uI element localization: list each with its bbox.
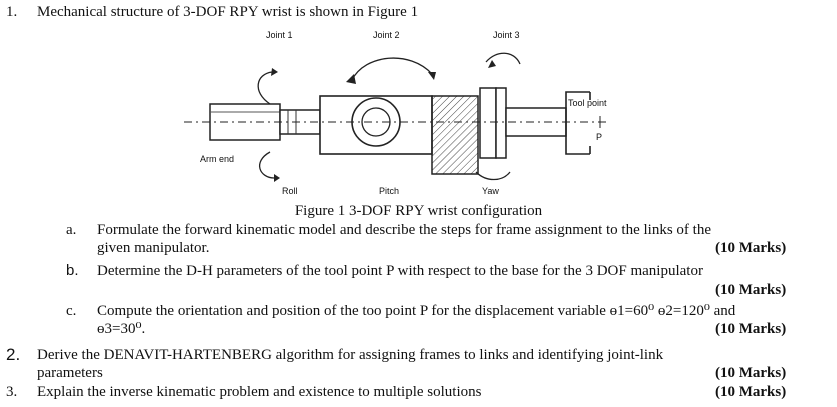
part-c-line2: ө3=30⁰. xyxy=(97,321,146,337)
part-a-letter: a. xyxy=(66,222,77,238)
part-b-marks: (10 Marks) xyxy=(715,282,787,298)
q1-number: 1. xyxy=(6,4,18,20)
part-c-marks: (10 Marks) xyxy=(715,321,787,337)
q2-number: 2. xyxy=(6,345,21,364)
q3-text: Explain the inverse kinematic problem an… xyxy=(37,384,482,400)
roll-arrowhead-bottom xyxy=(274,174,280,182)
label-p: P xyxy=(596,132,602,142)
yaw-flange-left xyxy=(479,87,497,159)
part-a-marks: (10 Marks) xyxy=(715,240,787,256)
label-tool-point: Tool point xyxy=(568,98,607,108)
label-roll: Roll xyxy=(282,186,298,196)
yaw-arrow-bottom xyxy=(475,171,511,181)
q3-marks: (10 Marks) xyxy=(715,384,787,400)
yaw-flange-right xyxy=(495,87,507,159)
part-c-line1: Compute the orientation and position of … xyxy=(97,303,736,319)
roll-arrow-bottom xyxy=(259,151,275,179)
label-arm-end: Arm end xyxy=(200,154,234,164)
label-joint1: Joint 1 xyxy=(266,30,293,40)
pitch-arrowhead-right xyxy=(428,72,436,80)
wrist-figure: Joint 1 Joint 2 Joint 3 xyxy=(170,22,650,202)
label-pitch: Pitch xyxy=(379,186,399,196)
tool-gripper xyxy=(565,91,590,155)
pitch-arrowhead-left xyxy=(346,74,356,84)
yaw-arrowhead xyxy=(488,60,496,68)
wrist-diagram: Joint 1 Joint 2 Joint 3 xyxy=(184,30,610,196)
roll-arrow-top xyxy=(257,71,273,105)
yaw-joint-housing xyxy=(431,95,479,175)
label-joint2: Joint 2 xyxy=(373,30,400,40)
part-c-letter: c. xyxy=(66,303,77,319)
label-joint3: Joint 3 xyxy=(493,30,520,40)
roll-arrowhead-top xyxy=(271,68,278,76)
part-b-letter: b. xyxy=(66,262,79,279)
part-a-line2: given manipulator. xyxy=(97,240,210,256)
q3-number: 3. xyxy=(6,384,18,400)
q2-line2: parameters xyxy=(37,365,103,381)
q1-text: Mechanical structure of 3-DOF RPY wrist … xyxy=(37,4,419,20)
figure-caption: Figure 1 3-DOF RPY wrist configuration xyxy=(294,203,543,219)
pitch-arrow xyxy=(351,57,433,81)
q2-marks: (10 Marks) xyxy=(715,365,787,381)
yaw-arrow-top xyxy=(485,52,521,65)
part-b-line1: Determine the D-H parameters of the tool… xyxy=(97,263,703,279)
q2-line1: Derive the DENAVIT-HARTENBERG algorithm … xyxy=(37,347,664,363)
label-yaw: Yaw xyxy=(482,186,499,196)
part-a-line1: Formulate the forward kinematic model an… xyxy=(97,222,711,238)
